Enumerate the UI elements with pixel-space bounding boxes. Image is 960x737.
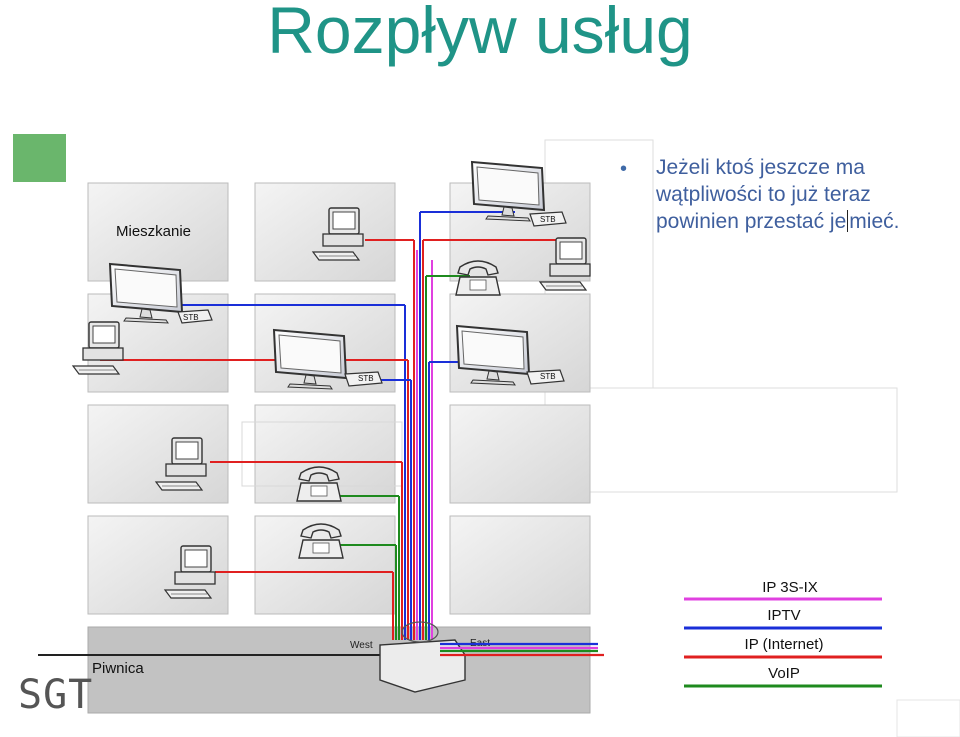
apartment-label: Mieszkanie xyxy=(116,223,191,240)
slide-title: Rozpływ usług xyxy=(267,0,693,67)
basement xyxy=(87,626,591,714)
telephone-icon xyxy=(455,260,501,296)
bullet-marker: • xyxy=(620,158,628,180)
background-frame xyxy=(544,387,898,493)
svg-text:STB: STB xyxy=(540,215,556,224)
bullet-body: Jeżeli ktoś jeszcze ma wątpliwości to ju… xyxy=(656,156,871,233)
svg-text:STB: STB xyxy=(358,374,374,383)
apartment-cell xyxy=(254,182,396,282)
apartment-cell xyxy=(254,515,396,615)
svg-text:STB: STB xyxy=(183,313,199,322)
stb-icon: STB xyxy=(344,371,383,387)
stb-icon: STB xyxy=(529,211,567,227)
cable-loop xyxy=(401,621,439,643)
apartment-cell xyxy=(449,404,591,504)
legend-label: VoIP xyxy=(768,665,800,682)
legend-label: IPTV xyxy=(767,607,800,624)
corner-frame xyxy=(896,699,960,737)
west-label: West xyxy=(350,640,373,651)
stb-icon: STB xyxy=(177,309,213,324)
legend-label: IP 3S-IX xyxy=(762,579,818,596)
switch xyxy=(379,639,466,693)
accent-square xyxy=(13,134,66,182)
bullet-tail: mieć. xyxy=(849,210,900,233)
apartment-cell xyxy=(449,515,591,615)
bullet-text: Jeżeli ktoś jeszcze ma wątpliwości to ju… xyxy=(656,154,956,235)
telephone-icon xyxy=(298,523,344,559)
company-logo: SGT xyxy=(18,672,94,718)
basement-label: Piwnica xyxy=(92,660,144,677)
apartment-cell xyxy=(87,404,229,504)
svg-text:STB: STB xyxy=(540,372,556,381)
text-cursor xyxy=(847,210,849,232)
stb-icon: STB xyxy=(526,369,565,385)
telephone-icon xyxy=(296,466,342,502)
legend: IP 3S-IX IPTV IP (Internet) VoIP xyxy=(684,579,882,688)
legend-label: IP (Internet) xyxy=(745,636,824,653)
